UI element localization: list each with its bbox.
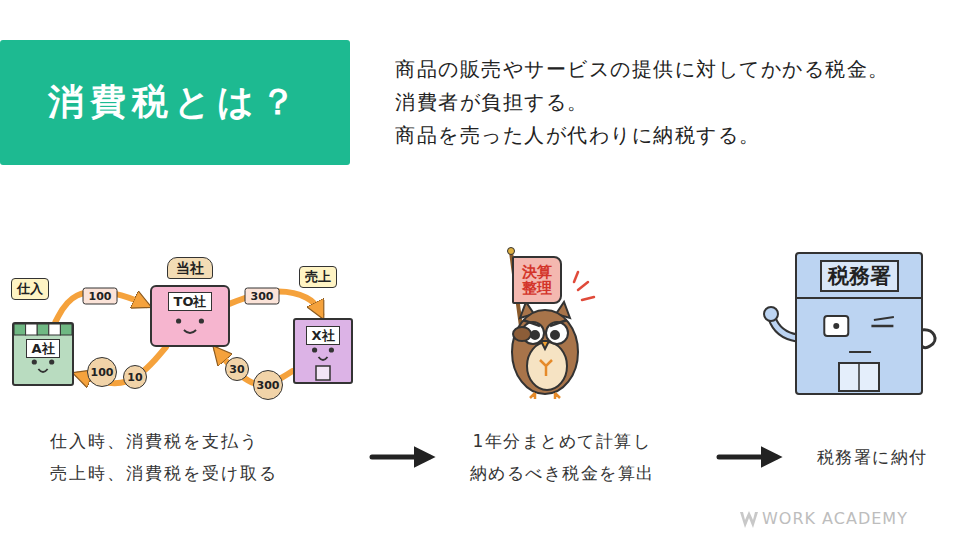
step-arrow xyxy=(719,455,776,460)
company-x: X社 xyxy=(293,318,353,384)
illustration-part xyxy=(176,318,181,323)
illustration-part xyxy=(772,318,797,338)
illustration-part xyxy=(540,360,552,376)
goods-tag: 300 xyxy=(245,288,280,305)
title-text: 消費税とは？ xyxy=(0,40,350,165)
step-caption: 税務署に納付 xyxy=(790,424,954,490)
illustration-part xyxy=(530,393,560,399)
face-detail xyxy=(176,318,204,333)
step-arrow xyxy=(372,455,429,460)
illustration-part xyxy=(49,359,54,364)
illustration-part xyxy=(319,357,328,360)
node-text: 決算整理 xyxy=(521,264,553,297)
illustration-part xyxy=(874,317,894,320)
watermark-logo xyxy=(740,511,758,528)
stress-marks xyxy=(574,272,594,300)
illustration-part xyxy=(508,248,515,255)
illustration-part xyxy=(578,282,588,290)
goods-tag: 100 xyxy=(83,288,118,305)
company-a-shop: A社 xyxy=(12,322,74,386)
coin: 300 xyxy=(253,370,283,400)
node-heading: 当社 xyxy=(167,257,213,279)
illustration-part xyxy=(764,307,778,321)
illustration-part xyxy=(550,320,567,326)
coin: 30 xyxy=(225,357,249,381)
our-company: 当社TO社 xyxy=(150,285,230,347)
illustration-part xyxy=(32,359,37,364)
coin: 100 xyxy=(87,357,117,387)
illustration-part xyxy=(60,324,72,335)
title-banner xyxy=(0,40,350,165)
tax-office-building: 税務署 xyxy=(795,252,923,395)
face-detail xyxy=(14,324,72,372)
illustration-part xyxy=(513,327,531,341)
illustration-part xyxy=(824,316,848,336)
closing-flag: 決算整理 xyxy=(512,256,562,304)
node-text: 税務署 xyxy=(820,260,899,292)
illustration-part xyxy=(858,363,860,391)
step-caption: 仕入時、消費税を支払う 売上時、消費税を受け取る xyxy=(50,424,314,490)
illustration-part xyxy=(199,318,204,323)
illustration-part xyxy=(527,342,567,390)
illustration-part xyxy=(26,324,38,335)
illustration-part xyxy=(740,511,758,528)
illustration-part xyxy=(871,325,893,328)
flow-tag: 仕入 xyxy=(11,278,49,300)
node-text: 仕入時、消費税を支払う 売上時、消費税を受け取る xyxy=(50,425,314,489)
flow-tag: 売上 xyxy=(299,266,337,288)
node-text: 税務署に納付 xyxy=(790,441,954,473)
illustration-part xyxy=(772,318,797,338)
coin: 10 xyxy=(123,365,147,389)
illustration-part xyxy=(541,341,549,349)
illustration-part xyxy=(329,347,334,352)
illustration-part xyxy=(316,366,330,380)
note-text: 消費者が負担する。 xyxy=(395,89,589,116)
illustration-part xyxy=(523,320,540,326)
node-text: A社 xyxy=(26,339,59,358)
watermark: WORK ACADEMY xyxy=(762,509,908,528)
illustration-part xyxy=(512,310,578,394)
illustration-part xyxy=(49,324,61,335)
node-text: TO社 xyxy=(168,292,213,311)
face-detail xyxy=(312,347,334,380)
illustration-part xyxy=(14,324,26,335)
illustration-part xyxy=(531,331,539,339)
illustration-part xyxy=(582,297,594,300)
illustration-part xyxy=(312,347,317,352)
note-text: 商品を売った人が代わりに納税する。 xyxy=(395,122,761,149)
illustration-part xyxy=(849,351,871,353)
note-text: 商品の販売やサービスの提供に対してかかる税金。 xyxy=(395,56,890,83)
illustration-part xyxy=(37,324,49,335)
step-caption: 1年分まとめて計算し 納めるべき税金を算出 xyxy=(445,424,679,490)
illustration-part xyxy=(839,363,879,391)
illustration-part xyxy=(184,330,196,333)
node-text: 1年分まとめて計算し 納めるべき税金を算出 xyxy=(445,425,679,489)
node-text: X社 xyxy=(306,326,339,345)
illustration-part xyxy=(797,297,921,299)
owl-mascot xyxy=(512,302,578,399)
illustration-part xyxy=(551,331,559,339)
illustration-part xyxy=(38,369,47,372)
illustration-part xyxy=(833,323,839,329)
face-detail xyxy=(797,298,921,391)
illustration-part xyxy=(574,272,578,282)
